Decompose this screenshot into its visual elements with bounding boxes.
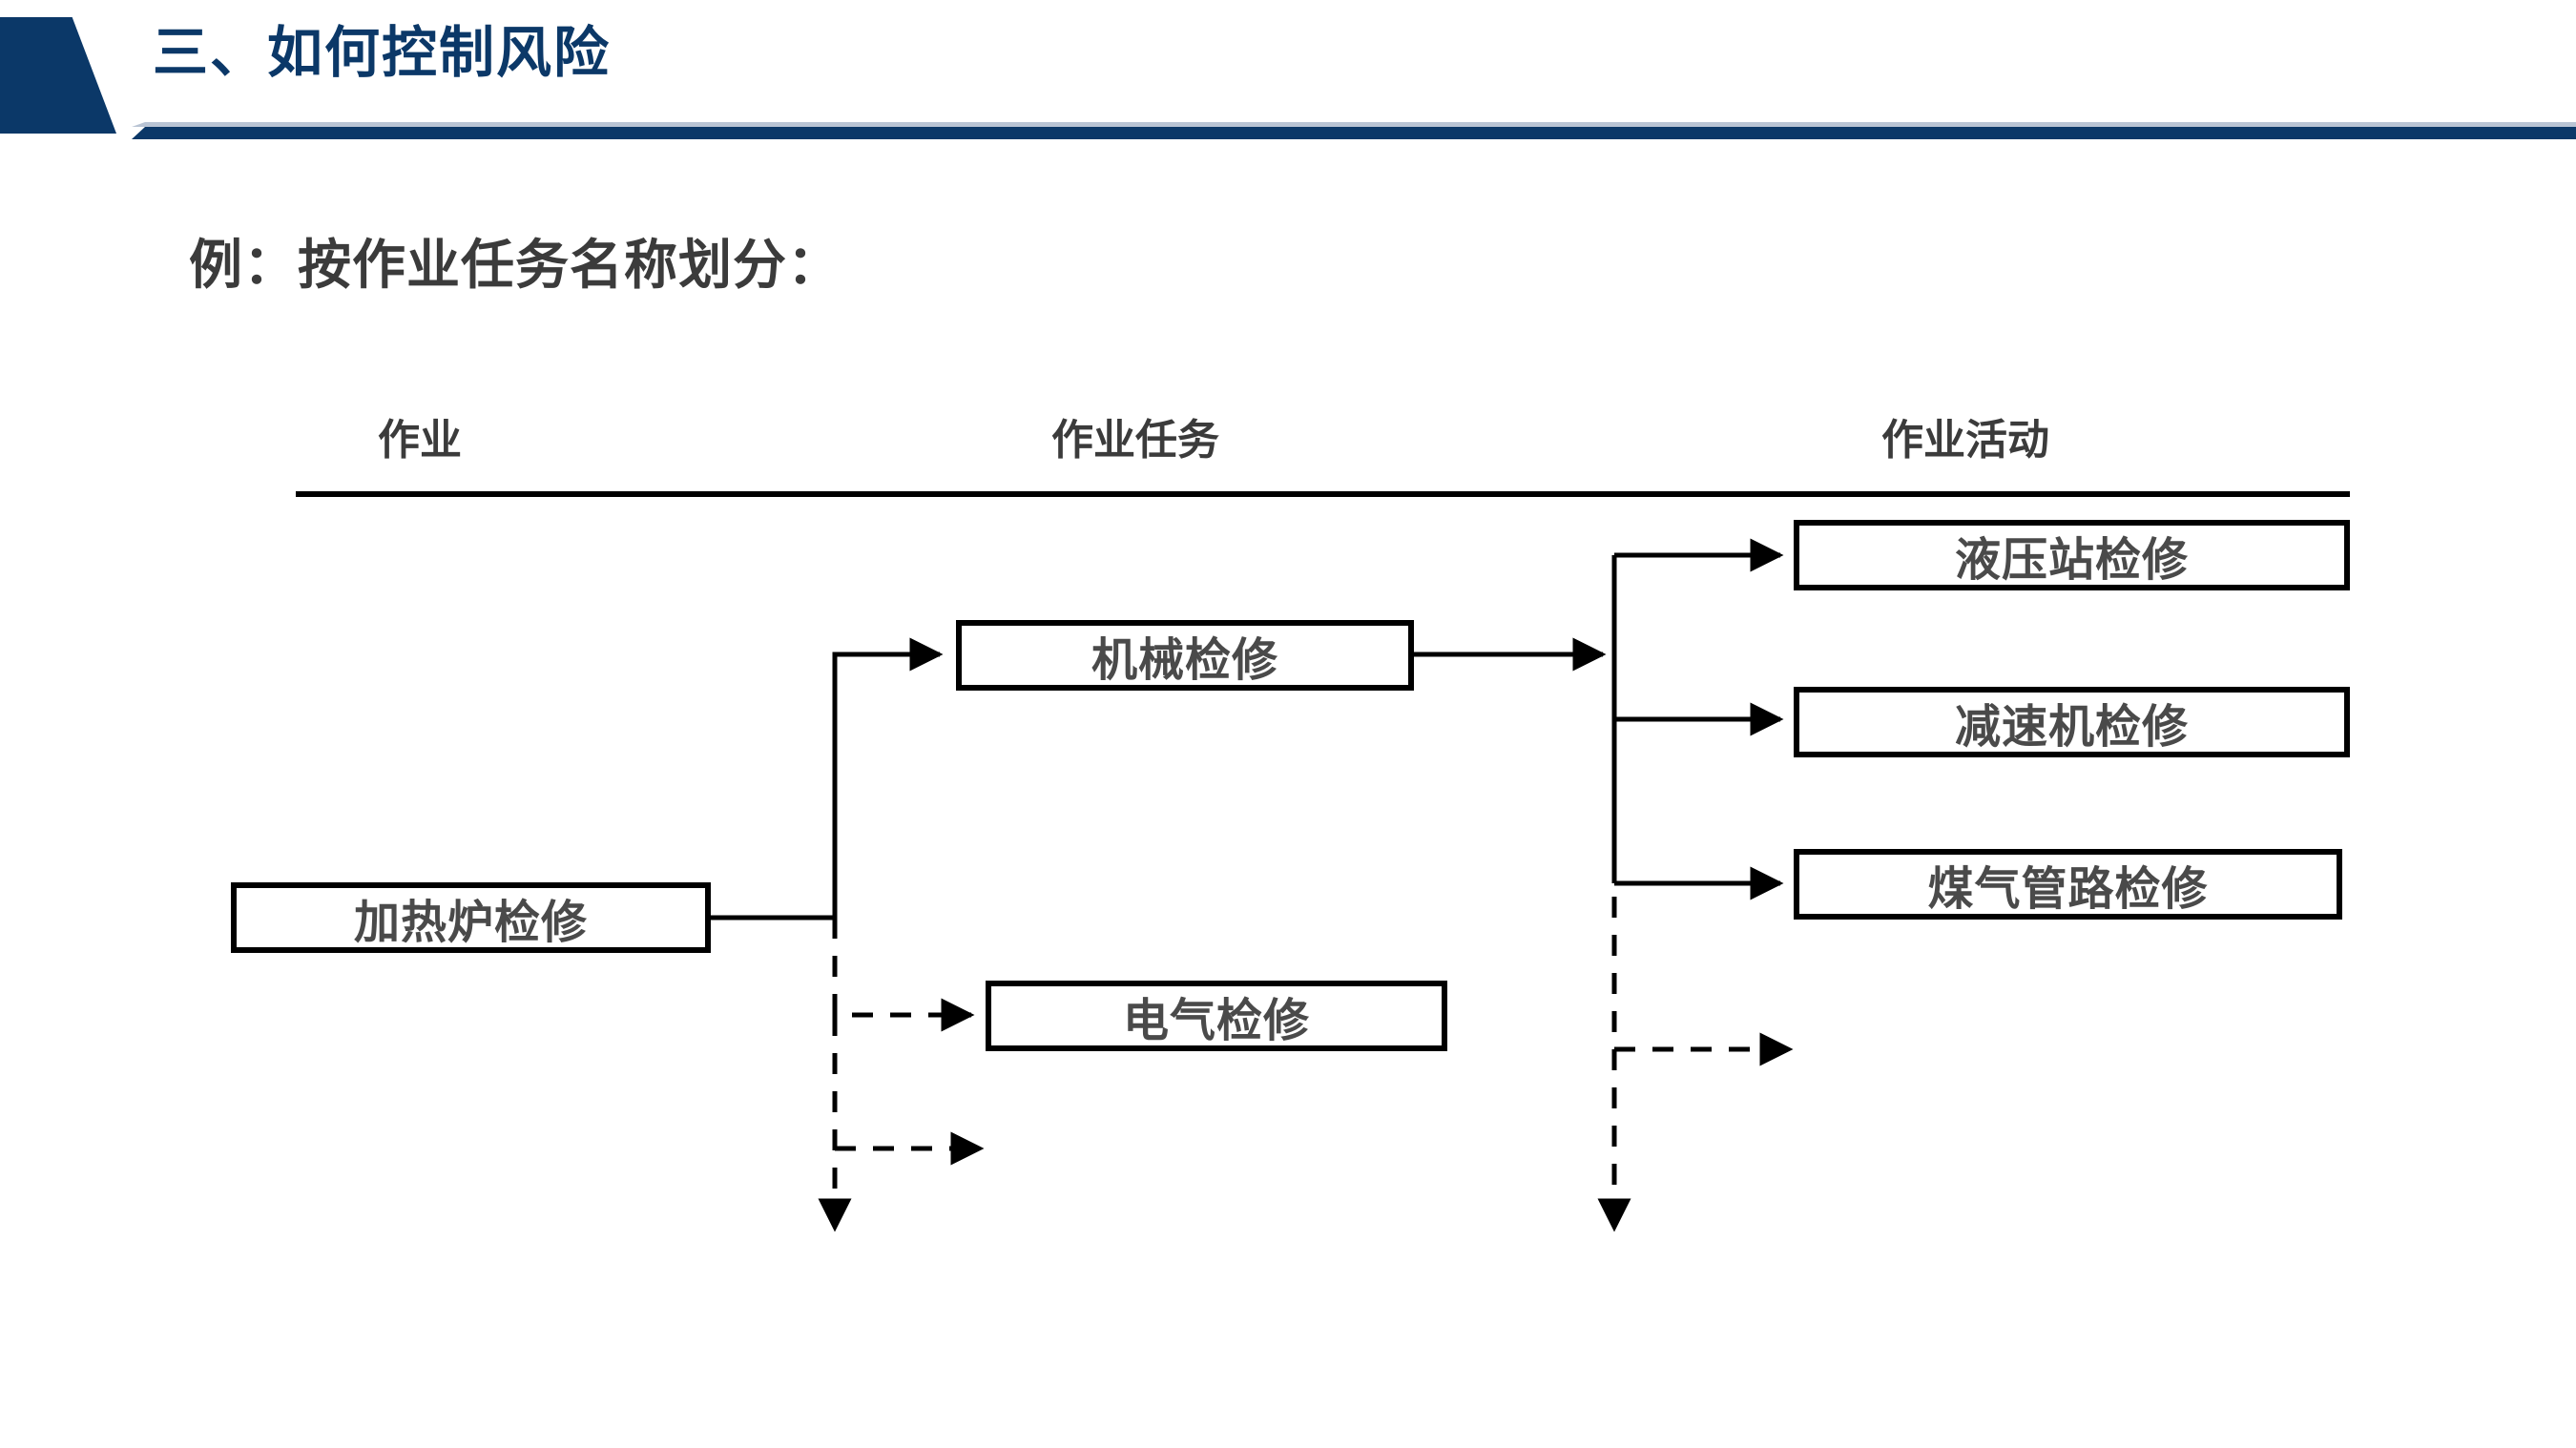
subtitle: 例：按作业任务名称划分： xyxy=(189,235,841,295)
node-mechanical-overhaul[interactable]: 机械检修 xyxy=(956,620,1414,691)
column-header-operation: 作业 xyxy=(378,417,462,464)
page-title: 三、如何控制风险 xyxy=(153,22,612,84)
edge-heat-to-elec xyxy=(832,918,975,1032)
column-header-operation-activity: 作业活动 xyxy=(1881,417,2049,464)
column-header-operation-task: 作业任务 xyxy=(1051,417,1219,464)
node-reducer-overhaul[interactable]: 减速机检修 xyxy=(1794,687,2350,757)
header-rule xyxy=(132,127,2576,139)
node-electrical-overhaul[interactable]: 电气检修 xyxy=(986,981,1447,1051)
slide-header: 三、如何控制风险 xyxy=(0,0,2576,143)
column-header-divider xyxy=(296,491,2350,497)
node-heating-furnace-overhaul[interactable]: 加热炉检修 xyxy=(231,882,711,953)
node-gas-pipeline-overhaul[interactable]: 煤气管路检修 xyxy=(1794,849,2342,920)
node-hydraulic-station-overhaul[interactable]: 液压站检修 xyxy=(1794,520,2350,590)
header-rule-highlight xyxy=(132,122,2576,127)
edge-heat-to-mech xyxy=(711,637,944,921)
